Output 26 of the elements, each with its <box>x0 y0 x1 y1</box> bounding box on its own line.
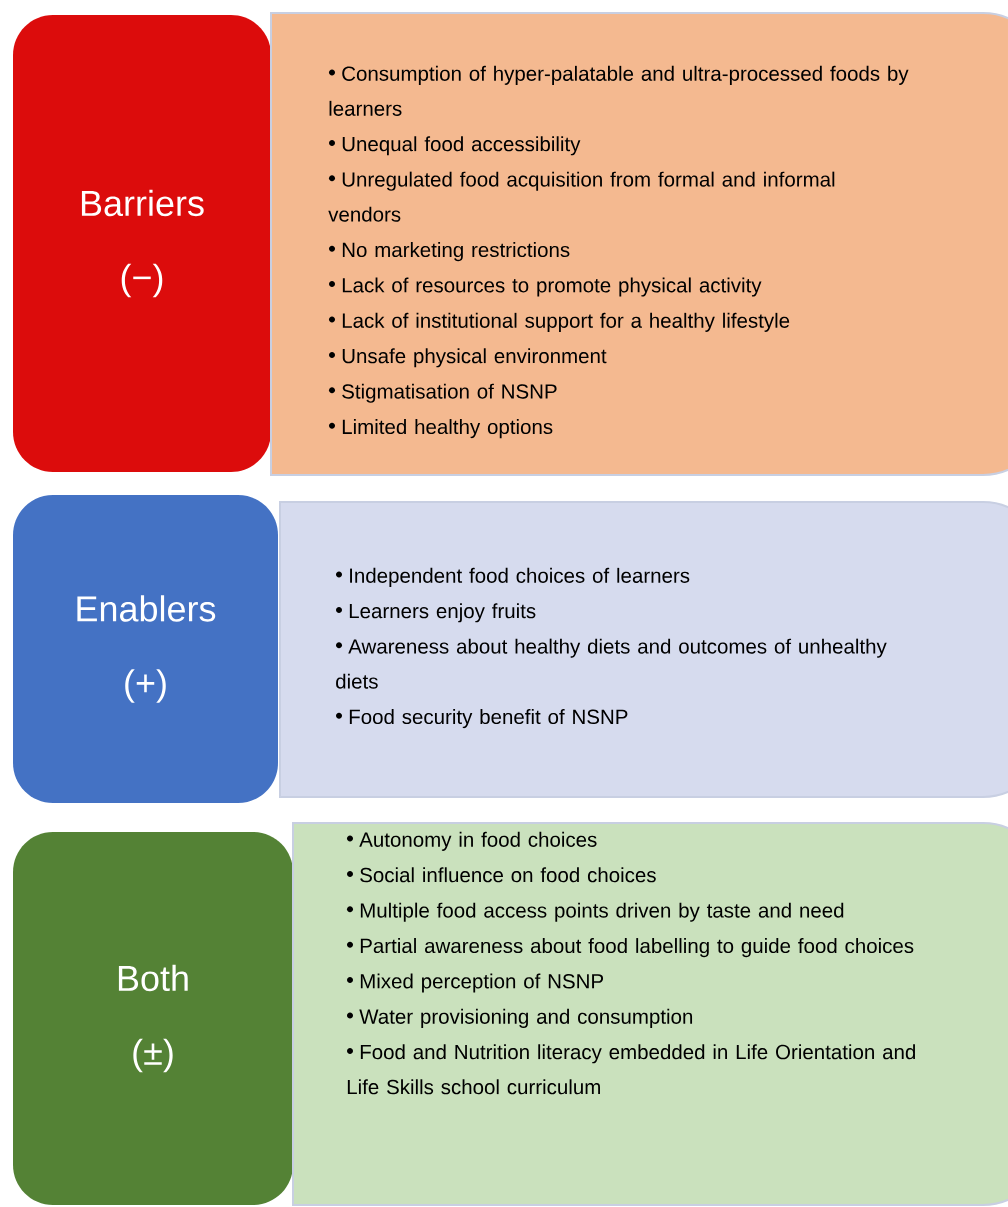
bullet-item: Unsafe physical environment <box>329 348 607 368</box>
bullet-item: No marketing restrictions <box>329 242 570 262</box>
bullet-item: Unregulated food acquisition from formal and informal vendors <box>328 171 835 222</box>
category-box: Barriers (−) <box>13 15 271 472</box>
bullet-item: Lack of resources to promote physical activity <box>329 277 762 297</box>
list-panel <box>270 12 1008 476</box>
list-panel <box>292 822 1008 1206</box>
list-panel <box>279 501 1008 798</box>
category-box: Both (±) <box>13 832 293 1205</box>
bullet-item: Food security benefit of NSNP <box>336 709 628 729</box>
bullet-item: Partial awareness about food labelling to guide food choices <box>347 938 914 958</box>
category-box: Enablers (+) <box>13 495 278 803</box>
bullet-item: Multiple food access points driven by taste and need <box>347 902 844 922</box>
bullet-item: Limited healthy options <box>329 419 553 439</box>
bullet-item: Autonomy in food choices <box>347 831 597 851</box>
bullet-item: Unequal food accessibility <box>329 136 581 156</box>
bullet-item: Stigmatisation of NSNP <box>329 383 557 403</box>
bullet-item: Learners enjoy fruits <box>336 603 536 623</box>
bullet-item: Water provisioning and consumption <box>347 1008 693 1028</box>
bullet-item: Lack of institutional support for a healthy lifestyle <box>329 312 790 332</box>
bullet-item: Independent food choices of learners <box>336 567 690 587</box>
bullet-item: Awareness about healthy diets and outcomes of unhealthy diets <box>336 638 887 689</box>
bullet-item: Mixed perception of NSNP <box>347 973 604 993</box>
bullet-item: Food and Nutrition literacy embedded in Life Orientation and Life Skills school curriculum <box>347 1044 915 1095</box>
bullet-item: Consumption of hyper-palatable and ultra-processed foods by learners <box>329 65 909 116</box>
bullet-item: Social influence on food choices <box>347 867 656 883</box>
